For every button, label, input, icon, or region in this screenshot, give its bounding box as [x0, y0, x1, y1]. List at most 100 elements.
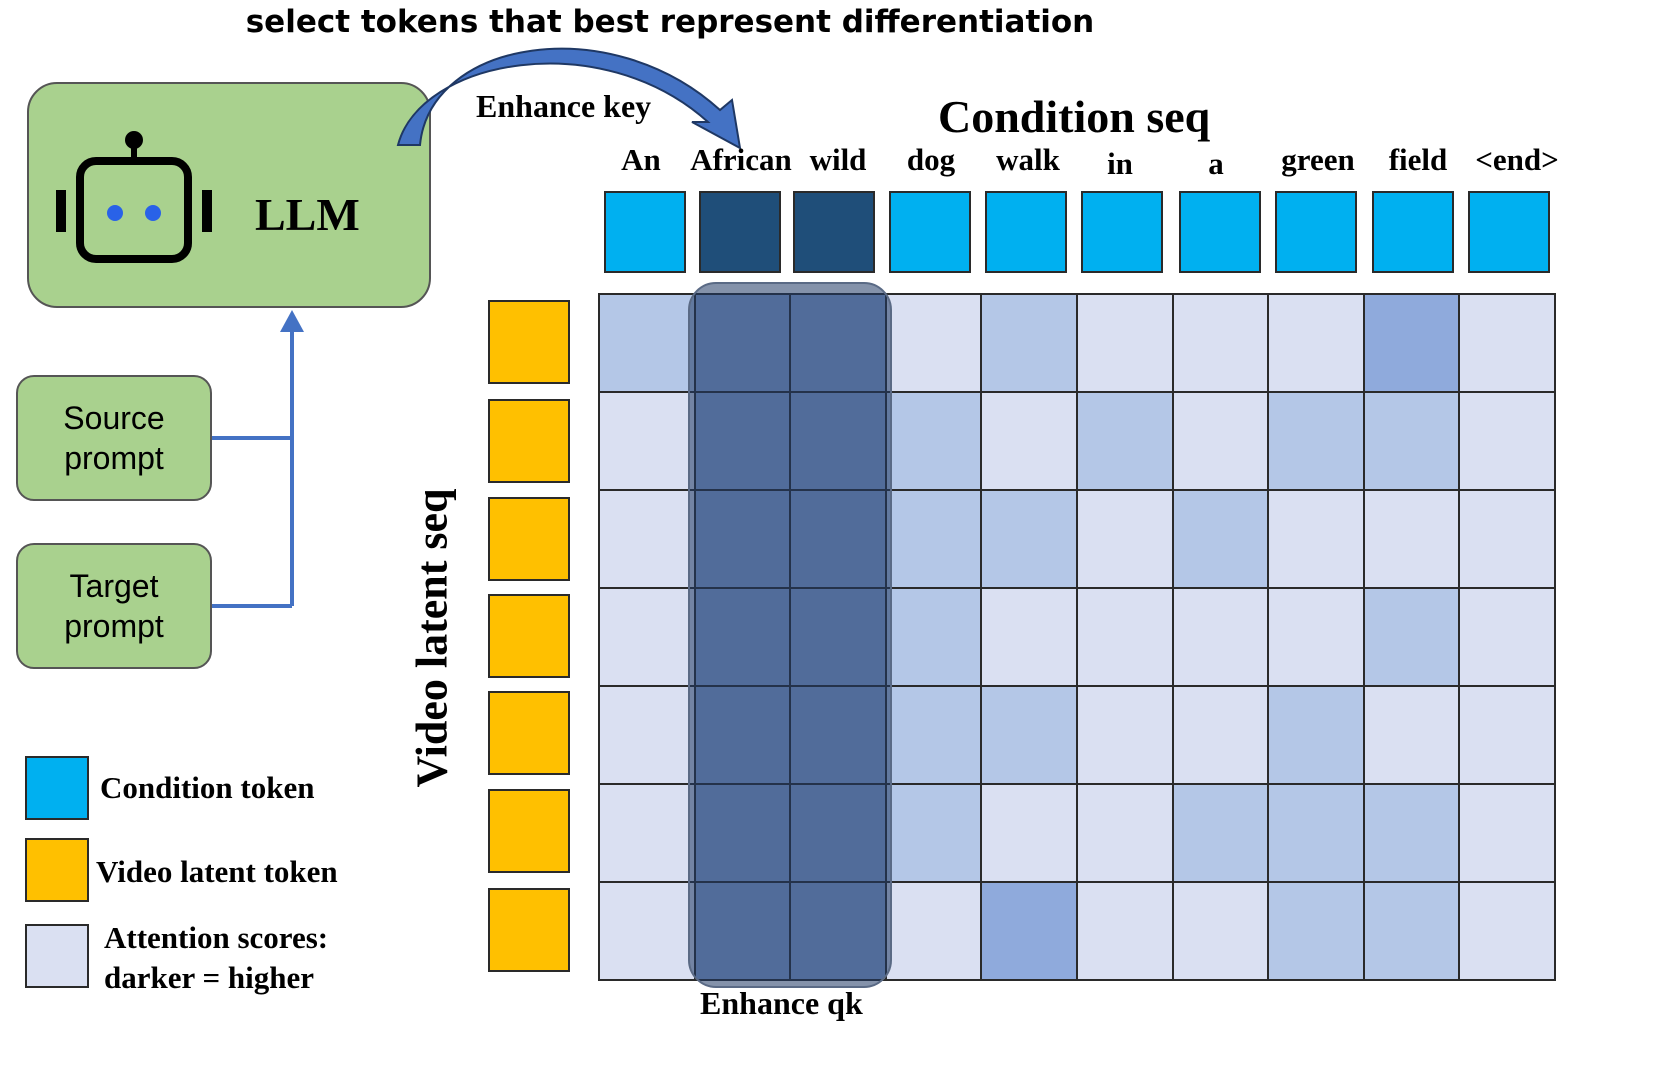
attention-cell	[1076, 685, 1174, 785]
llm-label: LLM	[255, 189, 360, 240]
condition-token	[985, 191, 1067, 273]
condition-token	[1468, 191, 1550, 273]
attention-cell	[1171, 587, 1270, 687]
video-latent-token	[488, 497, 570, 581]
attention-cell	[598, 391, 696, 491]
legend-condition-swatch	[25, 756, 89, 820]
attention-cell	[1458, 685, 1556, 785]
condition-token-label: field	[1388, 142, 1448, 177]
condition-token	[1081, 191, 1163, 273]
attention-cell	[1171, 685, 1270, 785]
attention-cell	[1362, 587, 1461, 687]
attention-cell	[1076, 783, 1174, 883]
legend-attention-swatch	[25, 924, 89, 988]
attention-cell	[1458, 391, 1556, 491]
condition-token	[1372, 191, 1454, 273]
attention-cell	[598, 881, 696, 981]
attention-cell	[1362, 783, 1461, 883]
condition-token	[699, 191, 781, 273]
condition-token-label: wild	[809, 142, 867, 177]
attention-cell	[884, 783, 983, 883]
attention-cell	[1458, 587, 1556, 687]
prompt-connector	[212, 310, 304, 608]
attention-cell	[1362, 685, 1461, 785]
attention-cell	[1076, 881, 1174, 981]
source-prompt-box: Source prompt	[16, 375, 212, 501]
condition-token-label: a	[1208, 146, 1224, 181]
attention-cell	[1362, 293, 1461, 393]
attention-cell	[884, 391, 983, 491]
condition-token-label: African	[690, 142, 792, 177]
attention-cell	[1171, 489, 1270, 589]
attention-cell	[1171, 391, 1270, 491]
attention-cell	[598, 685, 696, 785]
diagram-title: select tokens that best represent differ…	[245, 4, 1095, 40]
condition-seq-title: Condition seq	[938, 91, 1211, 142]
attention-cell	[980, 293, 1078, 393]
attention-cell	[980, 685, 1078, 785]
attention-cell	[980, 783, 1078, 883]
video-latent-token	[488, 399, 570, 483]
attention-cell	[1458, 783, 1556, 883]
video-latent-token	[488, 594, 570, 678]
robot-icon	[56, 131, 212, 263]
attention-cell	[980, 391, 1078, 491]
attention-cell	[1458, 489, 1556, 589]
attention-cell	[1458, 293, 1556, 393]
attention-cell	[598, 783, 696, 883]
condition-token	[1275, 191, 1357, 273]
video-latent-token	[488, 789, 570, 873]
attention-cell	[1362, 391, 1461, 491]
legend-video-swatch	[25, 838, 89, 902]
condition-token	[604, 191, 686, 273]
attention-cell	[1362, 489, 1461, 589]
attention-cell	[1362, 881, 1461, 981]
llm-box	[27, 82, 431, 308]
attention-cell	[598, 489, 696, 589]
attention-cell	[1171, 293, 1270, 393]
condition-token-label: <end>	[1475, 142, 1559, 177]
enhance-key-arrow	[396, 47, 742, 150]
attention-cell	[1076, 587, 1174, 687]
attention-cell	[1076, 489, 1174, 589]
video-latent-token	[488, 888, 570, 972]
attention-cell	[1267, 881, 1365, 981]
attention-cell	[884, 685, 983, 785]
attention-cell	[1171, 783, 1270, 883]
video-latent-seq-title: Video latent seq	[407, 488, 457, 788]
legend-attention-label: Attention scores: darker = higher	[104, 920, 329, 995]
attention-cell	[884, 489, 983, 589]
legend-condition-label: Condition token	[100, 770, 315, 805]
attention-cell	[598, 587, 696, 687]
attention-cell	[1076, 391, 1174, 491]
condition-token-label: in	[1107, 146, 1133, 181]
condition-token-label: An	[621, 142, 661, 177]
attention-cell	[980, 881, 1078, 981]
condition-token-label: dog	[906, 142, 956, 177]
attention-cell	[884, 293, 983, 393]
attention-cell	[1076, 293, 1174, 393]
attention-cell	[884, 881, 983, 981]
legend-video-label: Video latent token	[96, 854, 338, 889]
attention-cell	[1267, 391, 1365, 491]
target-prompt-box: Target prompt	[16, 543, 212, 669]
attention-cell	[1458, 881, 1556, 981]
video-latent-token	[488, 691, 570, 775]
attention-cell	[1267, 685, 1365, 785]
attention-cell	[884, 587, 983, 687]
attention-cell	[980, 489, 1078, 589]
attention-cell	[1267, 293, 1365, 393]
attention-cell	[1171, 881, 1270, 981]
video-latent-token	[488, 300, 570, 384]
condition-token	[1179, 191, 1261, 273]
condition-token	[793, 191, 875, 273]
enhance-qk-label: Enhance qk	[700, 985, 863, 1021]
attention-cell	[980, 587, 1078, 687]
enhance-key-label: Enhance key	[476, 88, 652, 124]
attention-cell	[1267, 587, 1365, 687]
attention-cell	[1267, 489, 1365, 589]
enhance-qk-highlight	[688, 282, 892, 988]
condition-token	[889, 191, 971, 273]
condition-token-label: green	[1281, 142, 1355, 177]
attention-cell	[1267, 783, 1365, 883]
